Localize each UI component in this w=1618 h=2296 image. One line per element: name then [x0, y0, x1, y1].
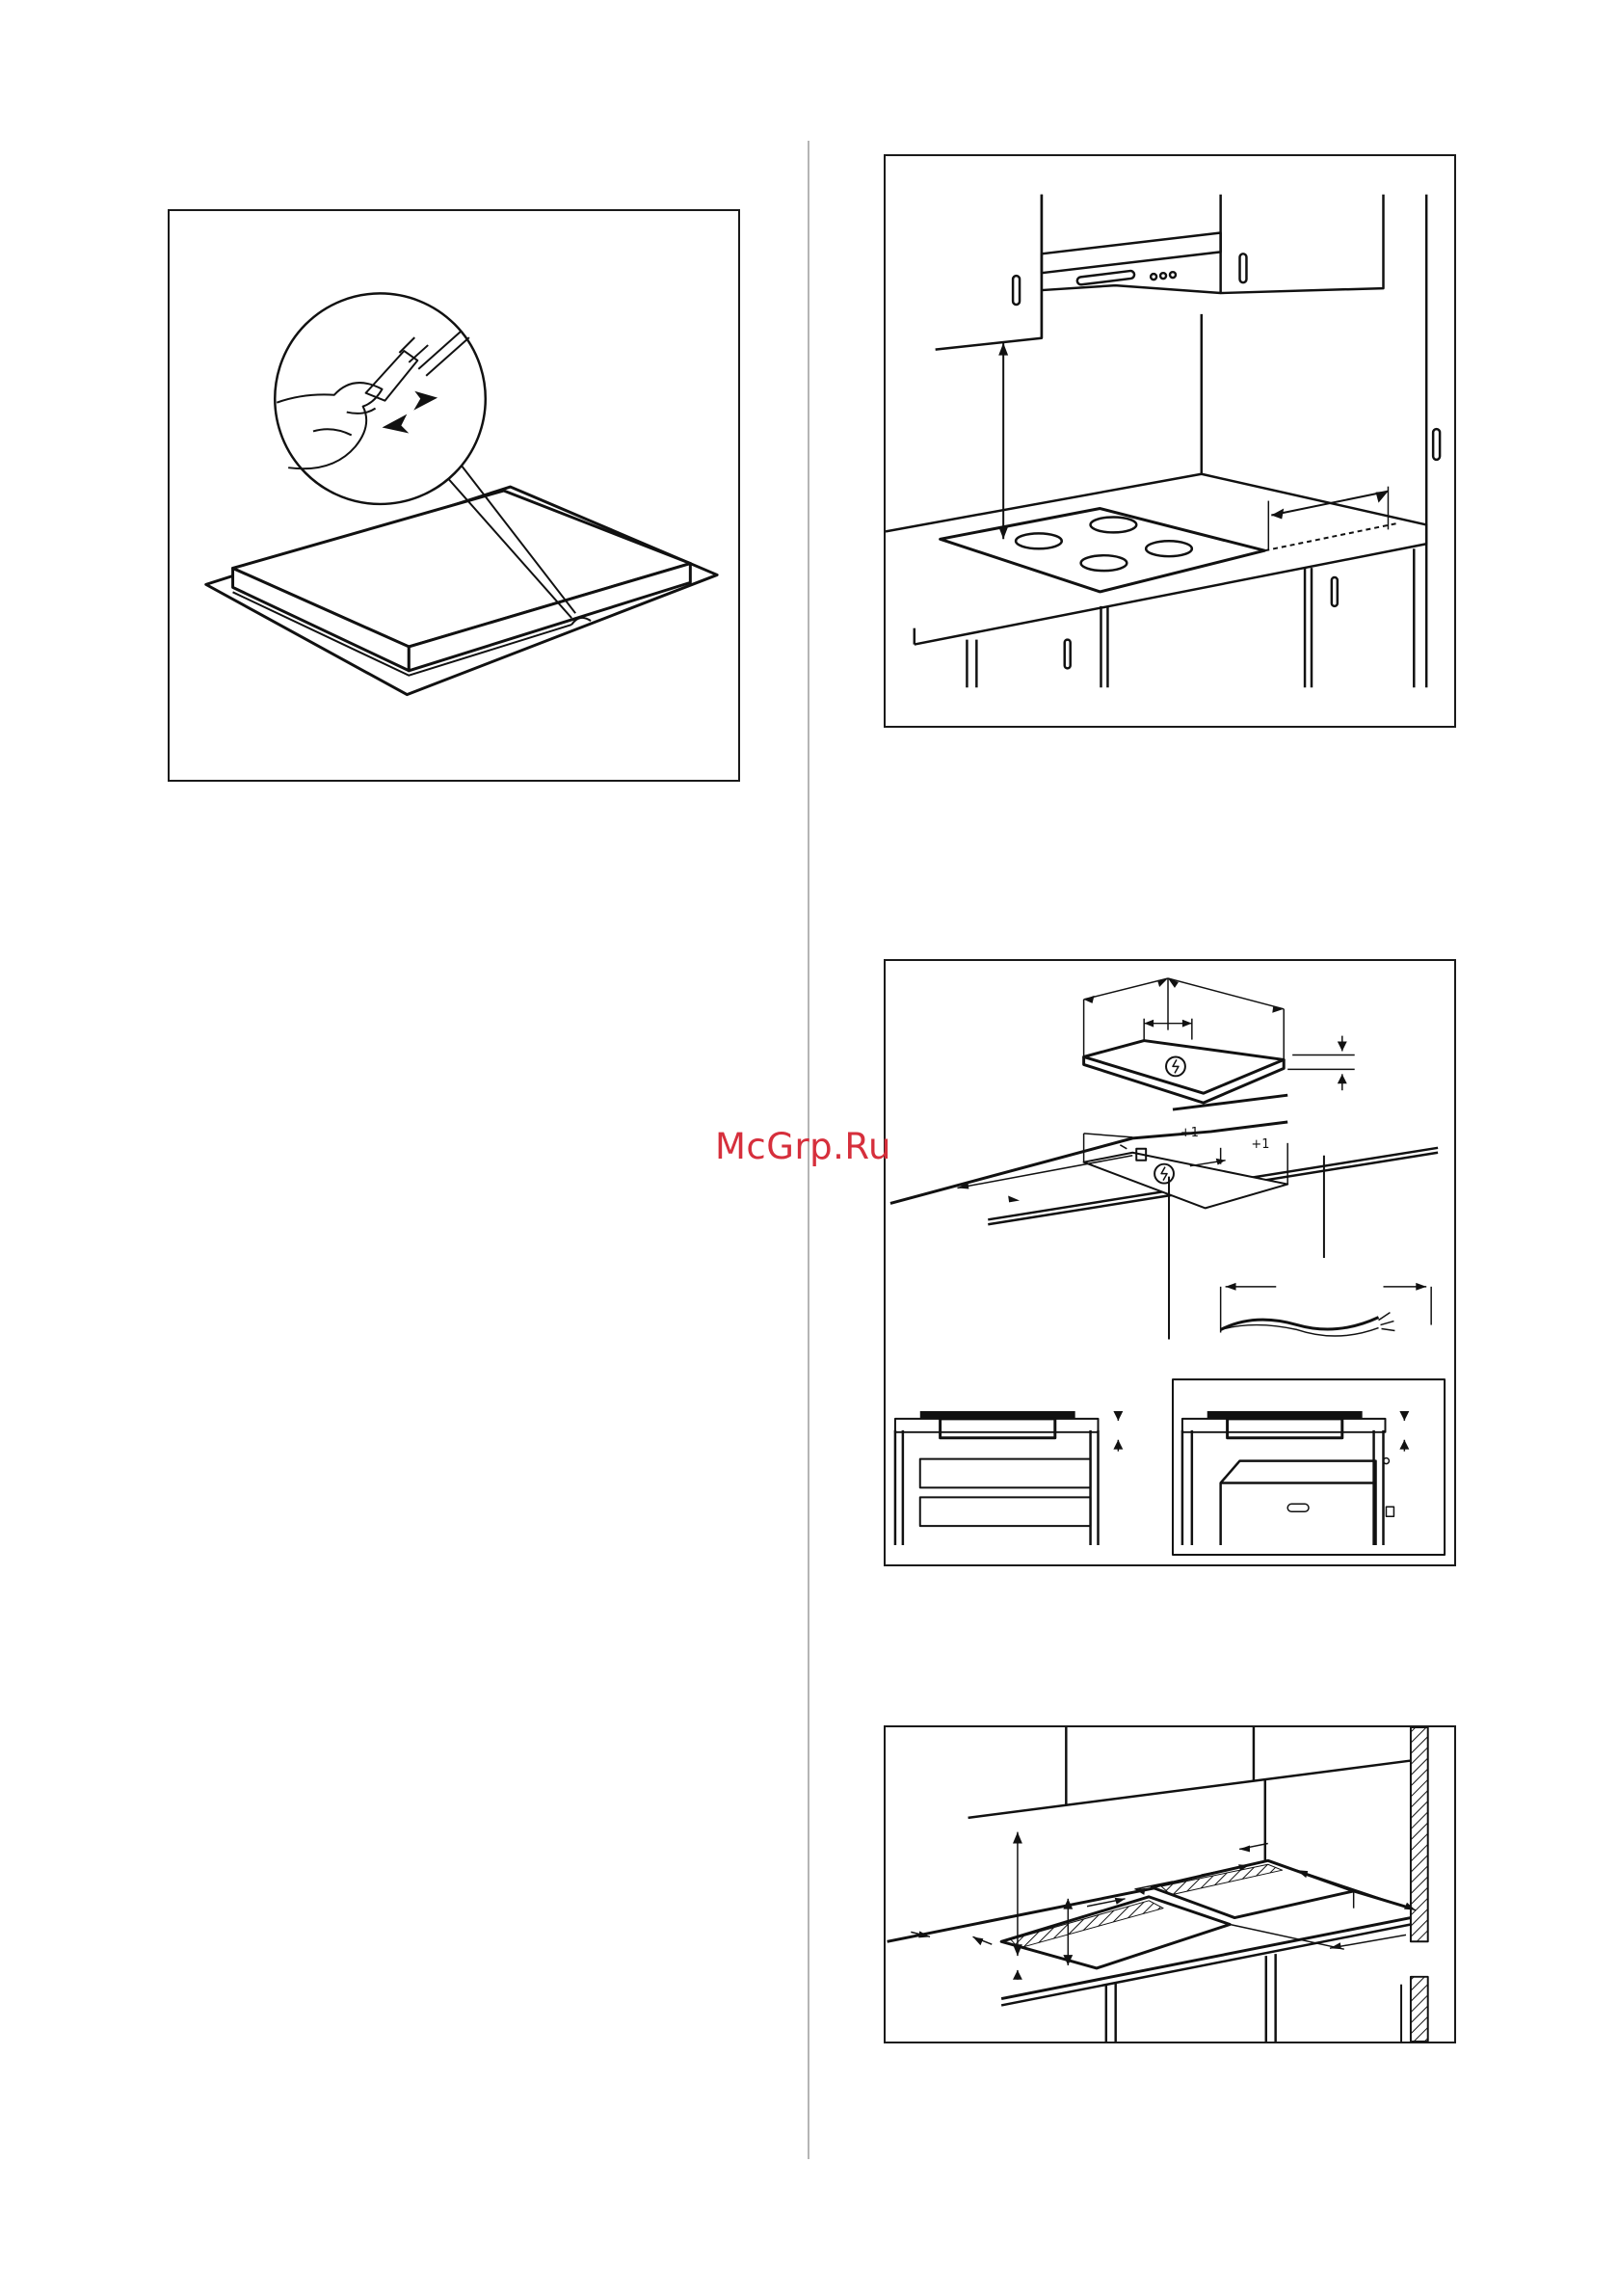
two-hobs-illustration [886, 1727, 1454, 2042]
figure-sealing-strip [168, 209, 740, 782]
tolerance-label-1: +1 [1180, 1126, 1199, 1140]
figure-two-hobs-layout [884, 1725, 1456, 2043]
sealing-strip-illustration [170, 211, 738, 780]
watermark-text: McGrp.Ru [715, 1126, 891, 1167]
hood-clearance-illustration [886, 156, 1454, 726]
cutout-dimensions-illustration: +1 +1 [886, 961, 1454, 1564]
tolerance-label-2: +1 [1251, 1137, 1269, 1152]
figure-cutout-dimensions: +1 +1 [884, 959, 1456, 1566]
figure-hood-clearance [884, 154, 1456, 728]
